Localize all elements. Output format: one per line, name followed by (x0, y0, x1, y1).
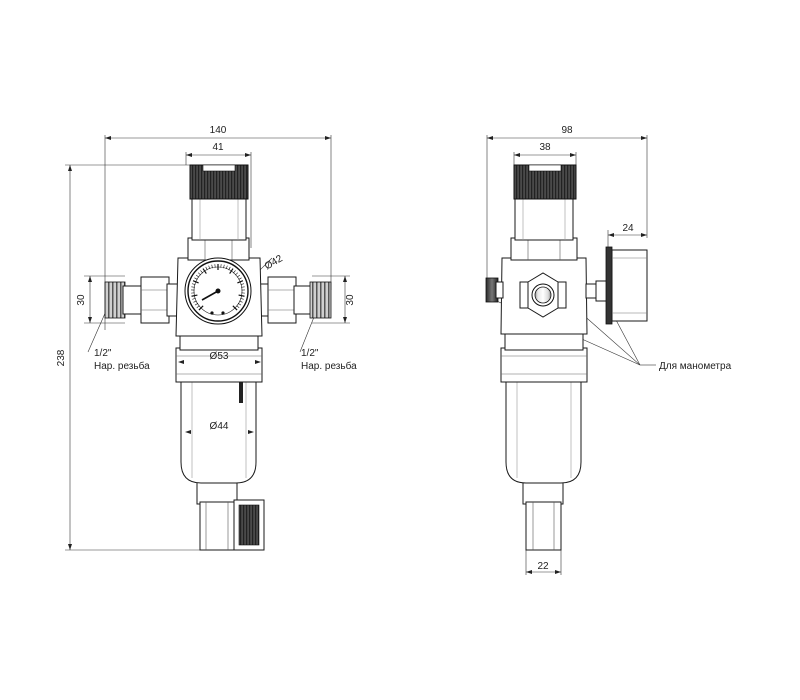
side-left-port-plug (485, 277, 504, 303)
front-drain-valve (196, 477, 265, 551)
side-dim-drain-width: 22 (537, 561, 549, 572)
gauge-tick (205, 266, 208, 271)
gauge-tick (208, 265, 211, 270)
gauge-tick (211, 264, 213, 269)
gauge-tick (236, 305, 240, 308)
front-dim-gauge-dia: Ø42 (263, 253, 285, 272)
front-dim-body-dia: Ø53 (210, 351, 229, 362)
gauge-tick (196, 305, 200, 308)
side-adjustment-cap (513, 164, 577, 200)
gauge-tick (191, 294, 198, 297)
front-thread-right-type: Нар. резьба (301, 360, 357, 372)
gauge-tick (223, 264, 225, 269)
side-view: 98 38 24 22 Для манометра (485, 125, 732, 575)
front-dim-side-left: 30 (76, 294, 87, 306)
gauge-tick (195, 274, 200, 278)
gauge-tick (239, 300, 243, 303)
gauge-tick (232, 305, 238, 311)
gauge-tick (235, 272, 239, 276)
gauge-tick (238, 294, 245, 297)
gauge-tick (193, 300, 197, 303)
front-view: 140 41 Ø42 238 30 30 Ø53 Ø44 1/2" Нар. р… (56, 125, 357, 551)
side-bowl-collar (500, 329, 588, 383)
gauge-tick (237, 303, 242, 306)
gauge-tick (194, 303, 199, 306)
side-dim-total-width: 98 (561, 125, 573, 136)
front-dim-height: 238 (56, 349, 67, 366)
front-dim-cap-width: 41 (212, 142, 224, 153)
gauge-tick (233, 270, 236, 274)
gauge-tick (198, 305, 204, 311)
gauge-tick (236, 274, 241, 278)
side-dim-cap-width: 38 (539, 142, 551, 153)
gauge-tick (229, 268, 234, 274)
side-dim-gauge-depth: 24 (622, 223, 634, 234)
gauge-tick (225, 265, 228, 270)
gauge-tick (241, 286, 245, 288)
front-thread-left-size: 1/2" (94, 348, 112, 359)
side-gauge-ports-label: Для манометра (659, 361, 732, 372)
front-thread-left-type: Нар. резьба (94, 360, 150, 372)
gauge-dial-ticks (191, 264, 245, 311)
gauge-tick (238, 277, 242, 280)
gauge-tick (240, 297, 244, 300)
front-dim-side-right: 30 (345, 294, 356, 306)
gauge-tick (197, 272, 201, 276)
side-center-port (519, 272, 567, 318)
gauge-tick (200, 270, 203, 274)
gauge-tick (192, 297, 196, 300)
gauge-tick (191, 286, 195, 288)
front-thread-right-size: 1/2" (301, 348, 319, 359)
side-bonnet (514, 195, 574, 241)
front-adjustment-cap (189, 164, 249, 200)
side-pressure-gauge (585, 246, 648, 325)
gauge-tick (194, 277, 198, 280)
front-right-fitting (253, 276, 332, 324)
front-dim-total-width: 140 (210, 125, 227, 136)
side-filter-bowl (505, 379, 582, 484)
side-arrowheads (487, 136, 647, 574)
front-bonnet (191, 195, 247, 241)
front-dim-bowl-dia: Ø44 (210, 421, 229, 432)
gauge-tick (202, 268, 207, 274)
front-filter-bowl (180, 375, 257, 484)
gauge-tick (240, 283, 245, 285)
gauge-tick (237, 280, 244, 284)
front-pressure-gauge (184, 257, 252, 325)
side-drain-valve (522, 477, 564, 551)
front-arrowheads (68, 136, 347, 550)
gauge-tick (192, 280, 199, 284)
gauge-tick (228, 266, 231, 271)
gauge-tick (191, 283, 196, 285)
front-left-fitting (104, 276, 184, 324)
